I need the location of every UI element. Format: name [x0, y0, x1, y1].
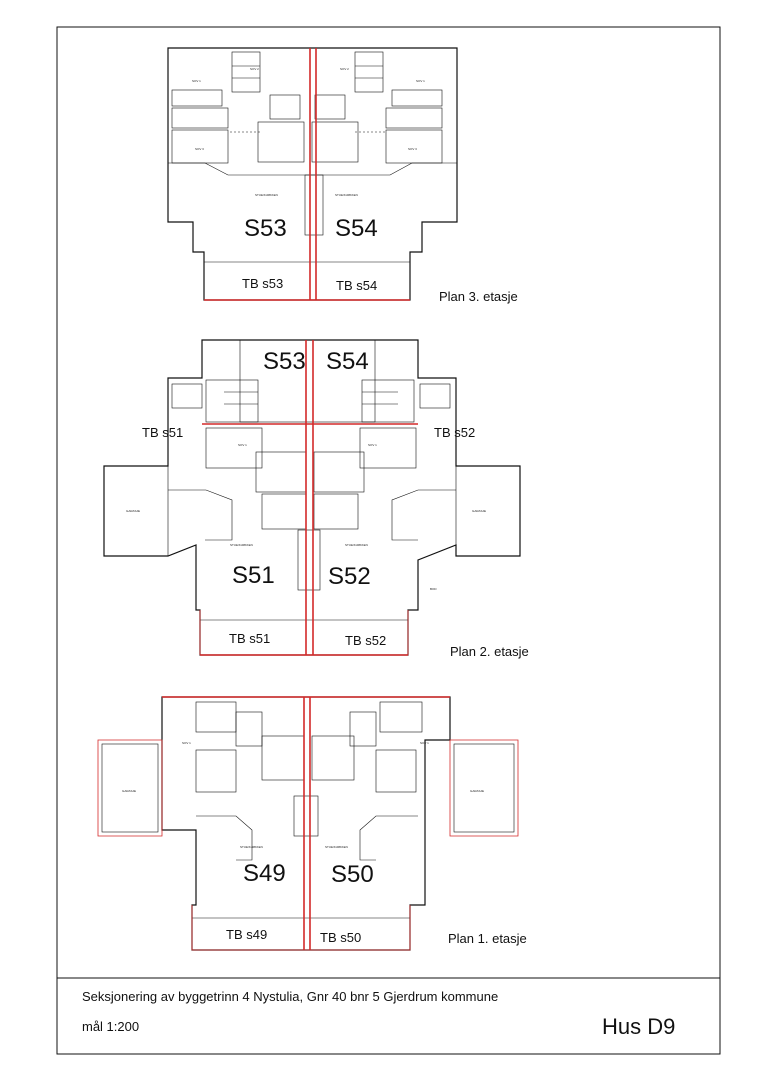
sheet-frame [56, 26, 721, 1055]
svg-text:GARASJE: GARASJE [126, 509, 140, 513]
plan-2-drawing: SOV 1 SOV 1 STUE/KJØKKEN STUE/KJØKKEN GA… [103, 339, 521, 656]
plan-3-terrace-s54: TB s54 [336, 278, 377, 293]
svg-text:SOV 1: SOV 1 [420, 741, 429, 745]
svg-text:STUE/KJØKKEN: STUE/KJØKKEN [230, 543, 253, 547]
plan-2-unit-s51: S51 [232, 562, 275, 589]
plan-1-unit-s49: S49 [243, 860, 286, 887]
plan-1-drawing: SOV 1 SOV 1 STUE/KJØKKEN STUE/KJØKKEN GA… [97, 696, 519, 951]
svg-text:SOV 1: SOV 1 [192, 79, 201, 83]
svg-text:GARASJE: GARASJE [122, 789, 136, 793]
svg-text:SOV 3: SOV 3 [408, 147, 417, 151]
svg-text:BOD: BOD [430, 587, 437, 591]
title-block-house: Hus D9 [602, 1014, 676, 1039]
plan-3-unit-s54: S54 [335, 215, 378, 242]
plan-3-drawing: SOV 1 SOV 1 SOV 2 SOV 2 STUE/KJØKKEN STU… [167, 47, 458, 301]
plan-2-balcony-tb-s51: TB s51 [142, 425, 183, 440]
plan-3-caption: Plan 3. etasje [439, 289, 518, 304]
svg-text:SOV 1: SOV 1 [368, 443, 377, 447]
plan-2-caption: Plan 2. etasje [450, 644, 529, 659]
plan-3-unit-s53: S53 [244, 215, 287, 242]
title-block-description: Seksjonering av byggetrinn 4 Nystulia, G… [82, 989, 499, 1004]
plan-3-terrace-s53: TB s53 [242, 276, 283, 291]
title-block-scale: mål 1:200 [82, 1019, 140, 1034]
plan-2-upper-unit-s54: S54 [326, 348, 369, 375]
svg-text:SOV 2: SOV 2 [250, 67, 259, 71]
plan-2-terrace-s52: TB s52 [345, 633, 386, 648]
plan-2-unit-s52: S52 [328, 563, 371, 590]
plan-2-upper-unit-s53: S53 [263, 348, 306, 375]
svg-text:STUE/KJØKKEN: STUE/KJØKKEN [325, 845, 348, 849]
svg-text:GARASJE: GARASJE [472, 509, 486, 513]
svg-text:SOV 1: SOV 1 [182, 741, 191, 745]
plan-1-unit-s50: S50 [331, 861, 374, 888]
svg-text:STUE/KJØKKEN: STUE/KJØKKEN [255, 193, 278, 197]
svg-text:STUE/KJØKKEN: STUE/KJØKKEN [335, 193, 358, 197]
svg-text:SOV 2: SOV 2 [340, 67, 349, 71]
plan-2-balcony-tb-s52: TB s52 [434, 425, 475, 440]
svg-text:SOV 1: SOV 1 [416, 79, 425, 83]
svg-text:STUE/KJØKKEN: STUE/KJØKKEN [345, 543, 368, 547]
plan-1-caption: Plan 1. etasje [448, 931, 527, 946]
svg-text:STUE/KJØKKEN: STUE/KJØKKEN [240, 845, 263, 849]
plan-1-terrace-s49: TB s49 [226, 927, 267, 942]
svg-text:GARASJE: GARASJE [470, 789, 484, 793]
plan-1-terrace-s50: TB s50 [320, 930, 361, 945]
svg-text:SOV 3: SOV 3 [195, 147, 204, 151]
plan-2-terrace-s51: TB s51 [229, 631, 270, 646]
svg-text:SOV 1: SOV 1 [238, 443, 247, 447]
